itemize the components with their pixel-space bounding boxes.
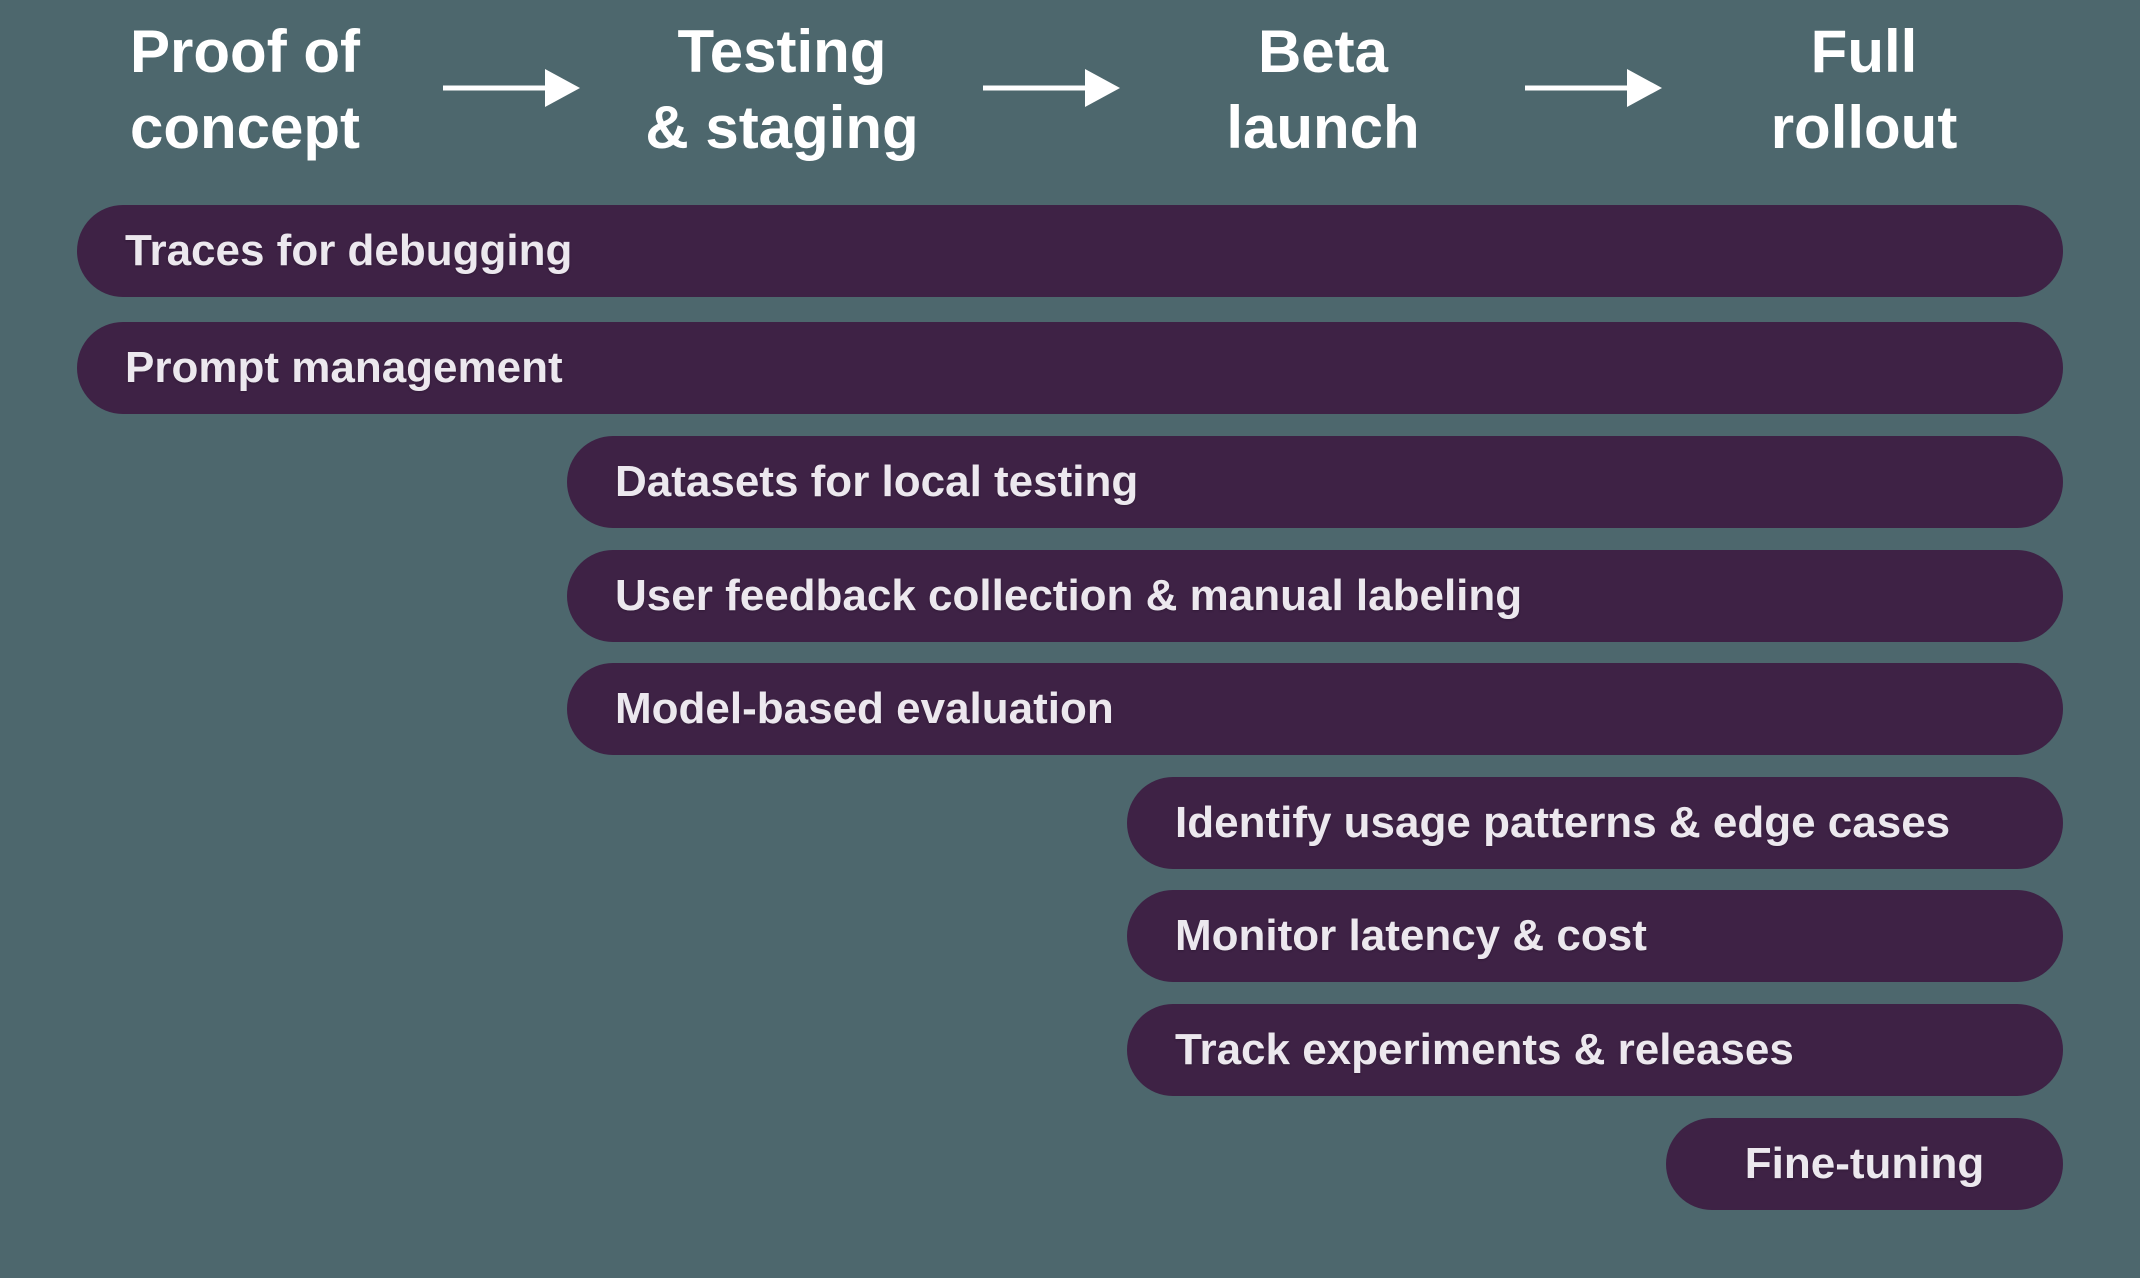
- feature-bar-label: Identify usage patterns & edge cases: [1175, 798, 1951, 847]
- right-arrow-icon: [983, 69, 1120, 107]
- stage-label-testing-staging: Testing & staging: [645, 14, 918, 166]
- feature-bar-label: Traces for debugging: [125, 226, 573, 275]
- feature-bar-monitor-latency-cost: Monitor latency & cost: [1127, 890, 2063, 982]
- feature-bar-label: Datasets for local testing: [615, 457, 1139, 506]
- feature-bar-user-feedback-collection: User feedback collection & manual labeli…: [567, 550, 2063, 642]
- stage-label-line: Beta: [1257, 18, 1389, 85]
- feature-bar-datasets-for-local-testing: Datasets for local testing: [567, 436, 2063, 528]
- feature-bar-label: Fine-tuning: [1744, 1139, 1985, 1188]
- stage-label-beta-launch: Beta launch: [1226, 14, 1419, 166]
- feature-bar-prompt-management: Prompt management: [77, 322, 2063, 414]
- feature-bar-identify-usage-patterns: Identify usage patterns & edge cases: [1127, 777, 2063, 869]
- stage-label-full-rollout: Full rollout: [1771, 14, 1958, 166]
- right-arrow-icon: [1525, 69, 1662, 107]
- stage-label-proof-of-concept: Proof of concept: [130, 14, 360, 166]
- feature-bar-label: Prompt management: [125, 343, 563, 392]
- stage-label-line: launch: [1226, 94, 1420, 161]
- feature-bar-track-experiments-releases: Track experiments & releases: [1127, 1004, 2063, 1096]
- stage-label-line: Testing: [677, 18, 887, 85]
- right-arrow-icon: [443, 69, 580, 107]
- stage-label-line: & staging: [645, 94, 919, 161]
- stage-label-line: Proof of: [130, 18, 360, 85]
- feature-bar-traces-for-debugging: Traces for debugging: [77, 205, 2063, 297]
- feature-bar-model-based-evaluation: Model-based evaluation: [567, 663, 2063, 755]
- feature-bar-label: Monitor latency & cost: [1175, 911, 1647, 960]
- stage-label-line: concept: [129, 94, 361, 161]
- feature-bar-label: User feedback collection & manual labeli…: [615, 571, 1523, 620]
- feature-bar-label: Track experiments & releases: [1175, 1025, 1794, 1074]
- stage-label-line: Full: [1810, 18, 1918, 85]
- feature-bar-fine-tuning: Fine-tuning: [1666, 1118, 2063, 1210]
- feature-bar-label: Model-based evaluation: [615, 684, 1114, 733]
- stage-label-line: rollout: [1770, 94, 1958, 161]
